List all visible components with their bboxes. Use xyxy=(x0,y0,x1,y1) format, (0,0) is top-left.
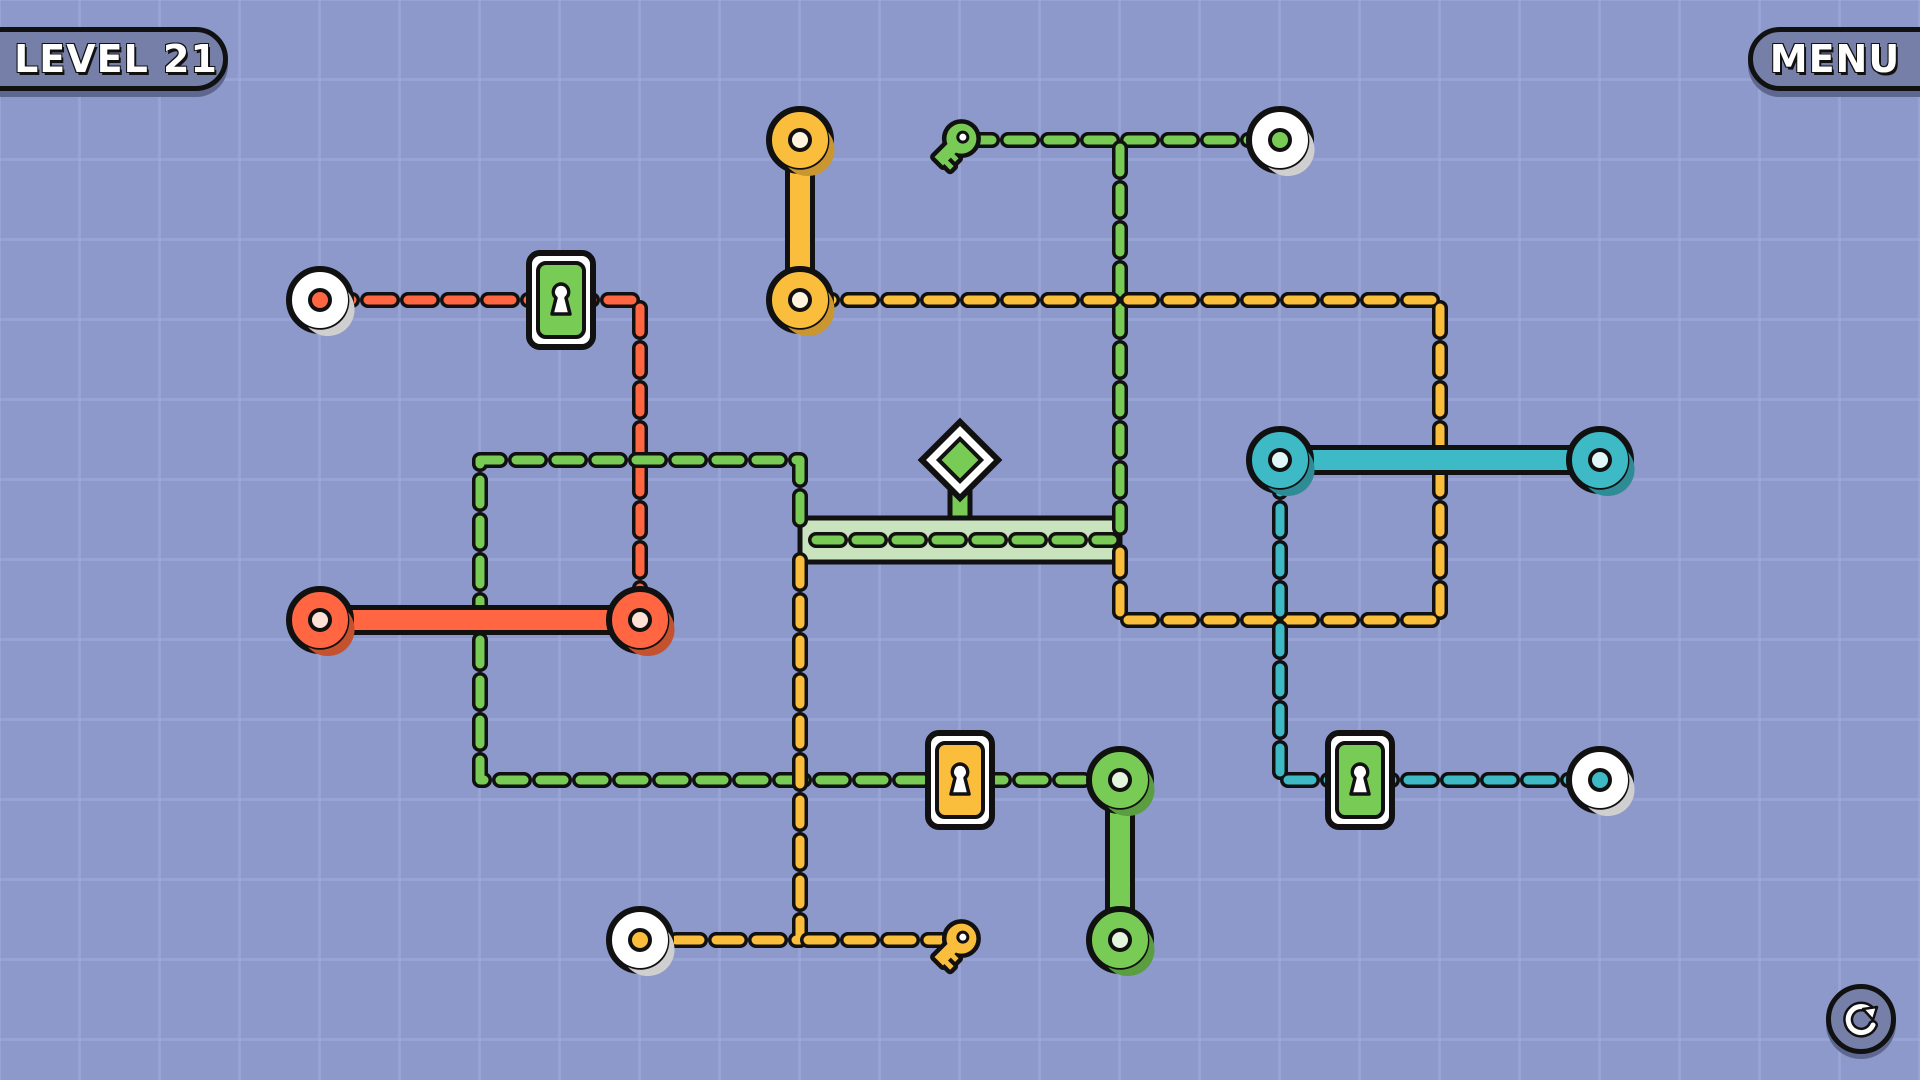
yellow-bar[interactable] xyxy=(766,106,835,337)
teal-bar-start-handle[interactable] xyxy=(1246,426,1315,497)
green-bar-start-handle[interactable] xyxy=(1086,746,1155,817)
red-target-node[interactable] xyxy=(286,266,355,337)
green-key-icon xyxy=(930,119,981,175)
keys-layer xyxy=(930,119,981,975)
menu-label: MENU xyxy=(1769,37,1901,81)
red-path xyxy=(312,292,648,628)
locks-layer xyxy=(526,250,1395,830)
teal-path xyxy=(1272,452,1608,788)
yellow-bar-start-handle[interactable] xyxy=(766,106,835,177)
teal-target-node[interactable] xyxy=(1566,746,1635,817)
green-lock-top-icon xyxy=(526,250,596,350)
diamond-switch[interactable] xyxy=(917,417,1003,503)
green-loop-path xyxy=(472,452,1128,788)
targets-layer xyxy=(286,106,1635,977)
green-lock-right-icon xyxy=(1325,730,1395,830)
yellow-main-path xyxy=(792,292,1448,628)
level-label: LEVEL 21 xyxy=(14,37,218,81)
red-bar-start-handle[interactable] xyxy=(286,586,355,657)
yellow-target-node[interactable] xyxy=(606,906,675,977)
green-target-node[interactable] xyxy=(1246,106,1315,177)
yellow-lock-icon xyxy=(925,730,995,830)
menu-button[interactable]: MENU xyxy=(1748,27,1920,91)
dashed-paths-layer xyxy=(312,132,1608,948)
yellow-key-icon xyxy=(930,919,981,975)
red-bar[interactable] xyxy=(286,586,675,657)
teal-bar-end-handle[interactable] xyxy=(1566,426,1635,497)
yellow-bar-end-handle[interactable] xyxy=(766,266,835,337)
level-indicator: LEVEL 21 xyxy=(0,27,228,91)
restart-icon xyxy=(1843,1001,1879,1038)
restart-button[interactable] xyxy=(1826,984,1896,1054)
red-bar-end-handle[interactable] xyxy=(606,586,675,657)
green-bar-end-handle[interactable] xyxy=(1086,906,1155,977)
teal-bar[interactable] xyxy=(1246,426,1635,497)
bars-layer xyxy=(286,106,1635,977)
green-bar[interactable] xyxy=(1086,746,1155,977)
